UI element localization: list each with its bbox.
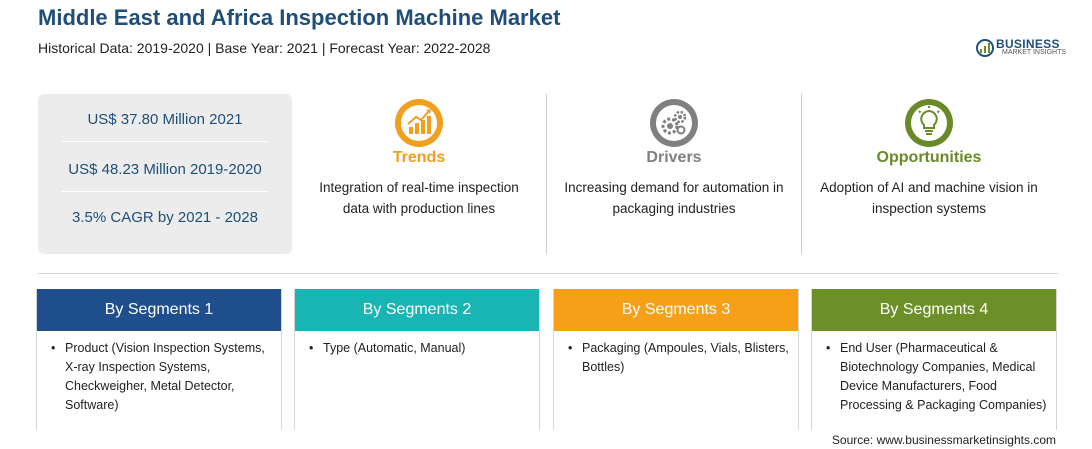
bullet: • <box>309 341 314 355</box>
stat-divider <box>62 141 268 142</box>
opportunities-title: Opportunities <box>876 149 982 166</box>
segment-2-body: • Type (Automatic, Manual) <box>295 331 539 358</box>
segment-1-body: • Product (Vision Inspection Systems, X-… <box>37 331 281 415</box>
trends-column: Trends Integration of real-time inspecti… <box>295 94 543 254</box>
segment-card-2: By Segments 2 • Type (Automatic, Manual) <box>294 289 540 430</box>
bullet: • <box>51 341 56 355</box>
trends-text: Integration of real-time inspection data… <box>319 180 519 216</box>
bullet: • <box>826 341 831 355</box>
segment-card-3: By Segments 3 • Packaging (Ampoules, Via… <box>553 289 799 430</box>
opportunities-column: Opportunities Adoption of AI and machine… <box>805 94 1053 254</box>
source-credit: Source: www.businessmarketinsights.com <box>831 433 1056 447</box>
market-stats-panel: US$ 37.80 Million 2021 US$ 48.23 Million… <box>38 94 292 254</box>
bullet: • <box>568 341 573 355</box>
stat-market-size-historical: US$ 48.23 Million 2019-2020 <box>68 161 262 178</box>
drivers-title: Drivers <box>646 149 702 166</box>
page-title: Middle East and Africa Inspection Machin… <box>38 5 561 30</box>
segment-4-header: By Segments 4 <box>812 289 1056 331</box>
lightbulb-icon <box>905 99 953 147</box>
drivers-column: Drivers Increasing demand for automation… <box>550 94 798 254</box>
gears-icon <box>650 99 698 147</box>
segment-3-header: By Segments 3 <box>554 289 798 331</box>
trends-title: Trends <box>392 149 446 166</box>
growth-chart-icon <box>395 99 443 147</box>
segment-3-item: Packaging (Ampoules, Vials, Blisters, Bo… <box>582 341 789 374</box>
segment-3-body: • Packaging (Ampoules, Vials, Blisters, … <box>554 331 798 377</box>
opportunities-text: Adoption of AI and machine vision in ins… <box>820 180 1038 216</box>
segment-4-body: • End User (Pharmaceutical & Biotechnolo… <box>812 331 1056 415</box>
company-logo: BUSINESS MARKET INSIGHTS <box>975 37 1070 59</box>
section-divider <box>38 273 1058 274</box>
logo-globe-icon <box>976 39 994 57</box>
stat-cagr: 3.5% CAGR by 2021 - 2028 <box>72 209 258 226</box>
segment-2-header: By Segments 2 <box>295 289 539 331</box>
stat-divider <box>62 191 268 192</box>
segment-card-1: By Segments 1 • Product (Vision Inspecti… <box>36 289 282 430</box>
logo-name: BUSINESS <box>996 37 1060 51</box>
segment-1-header: By Segments 1 <box>37 289 281 331</box>
logo-tagline: MARKET INSIGHTS <box>1002 49 1067 56</box>
segment-4-item: End User (Pharmaceutical & Biotechnology… <box>840 341 1047 412</box>
segment-2-item: Type (Automatic, Manual) <box>323 341 466 355</box>
column-divider <box>546 94 547 254</box>
segment-1-item: Product (Vision Inspection Systems, X-ra… <box>65 341 265 412</box>
segment-card-4: By Segments 4 • End User (Pharmaceutical… <box>811 289 1057 430</box>
page-subtitle: Historical Data: 2019-2020 | Base Year: … <box>38 40 491 56</box>
column-divider <box>801 94 802 254</box>
stat-market-size-2021: US$ 37.80 Million 2021 <box>87 111 243 128</box>
drivers-text: Increasing demand for automation in pack… <box>564 180 784 216</box>
